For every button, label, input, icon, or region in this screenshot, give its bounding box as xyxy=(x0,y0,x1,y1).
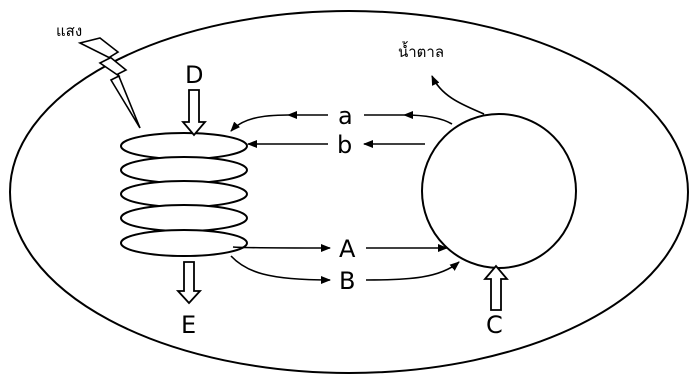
output-arrow-e xyxy=(175,261,203,305)
sugar-arrow xyxy=(431,75,485,115)
thylakoid-disc xyxy=(120,180,248,208)
sugar-label: น้ำตาล xyxy=(398,41,444,61)
grana-stack xyxy=(120,132,248,257)
label-e: E xyxy=(181,311,196,339)
input-arrow-c xyxy=(483,264,509,311)
arrow-a-tail xyxy=(403,111,453,125)
thylakoid-disc xyxy=(120,156,248,184)
arrow-B-head xyxy=(365,261,460,281)
calvin-cycle-circle xyxy=(421,113,577,269)
label-b: b xyxy=(337,131,352,159)
input-arrow-d xyxy=(181,89,207,137)
label-A: A xyxy=(339,235,356,263)
label-c: C xyxy=(486,311,503,339)
chloroplast-envelope xyxy=(9,10,689,374)
lightning-bolt-icon xyxy=(77,37,141,129)
thylakoid-disc xyxy=(120,132,248,160)
light-label: แสง xyxy=(56,22,82,40)
thylakoid-disc xyxy=(120,204,248,232)
label-B: B xyxy=(339,267,355,295)
arrow-B-tail xyxy=(230,255,331,284)
arrow-A-tail xyxy=(232,243,331,252)
label-a: a xyxy=(338,102,353,130)
arrow-a-curve xyxy=(230,114,289,132)
label-d: D xyxy=(185,61,203,89)
thylakoid-disc xyxy=(120,229,248,257)
